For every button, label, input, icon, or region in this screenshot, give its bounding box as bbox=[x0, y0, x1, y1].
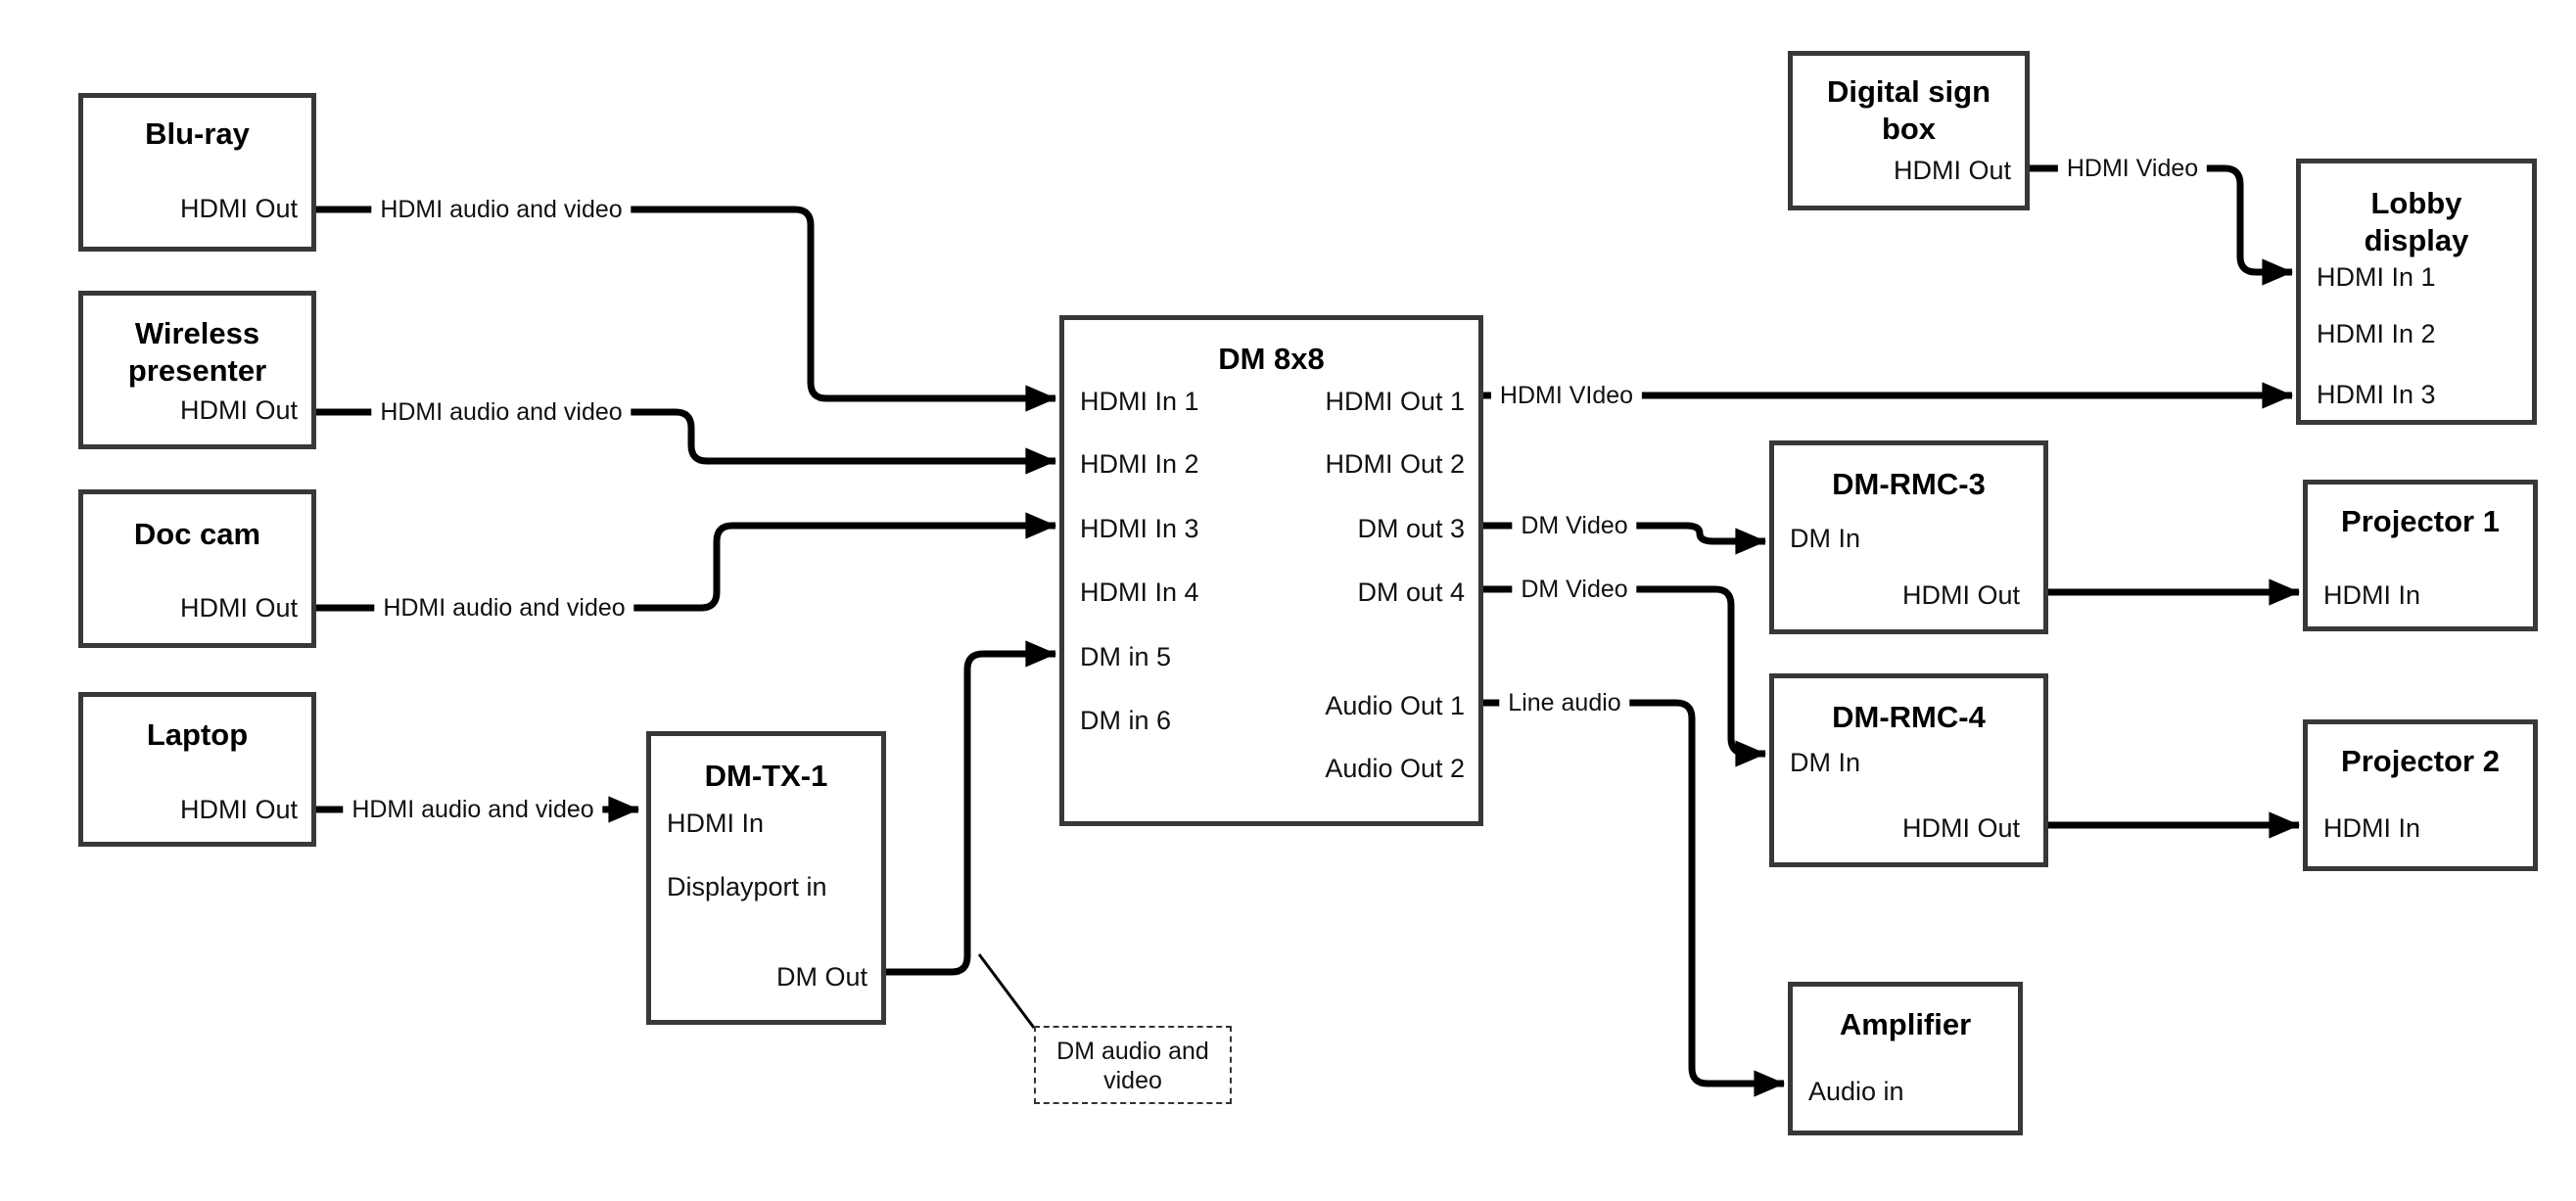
wire-label-hdmi-video-sign: HDMI Video bbox=[2057, 152, 2208, 185]
port-proj1-hdmi-in: HDMI In bbox=[2323, 580, 2421, 610]
node-amplifier-title: Amplifier bbox=[1839, 1007, 1972, 1041]
wire-dm8x8-dmout3-to-dmrmc3 bbox=[1483, 522, 1767, 555]
node-dmrmc3: DM-RMC-3 DM In HDMI Out bbox=[1769, 440, 2048, 634]
port-dmtx1-displayport-in: Displayport in bbox=[667, 872, 827, 901]
port-dm8x8-hdmi-in-3: HDMI In 3 bbox=[1080, 514, 1199, 543]
node-wireless-title-line1: Wireless bbox=[134, 316, 260, 350]
port-dm8x8-hdmi-in-4: HDMI In 4 bbox=[1080, 577, 1199, 607]
wire-label-laptop: HDMI audio and video bbox=[343, 793, 603, 826]
note-line2: video bbox=[1103, 1067, 1162, 1094]
wire-dm8x8-dmout4-to-dmrmc4 bbox=[1483, 585, 1767, 767]
port-dmtx1-dm-out: DM Out bbox=[775, 962, 867, 992]
port-proj2-hdmi-in: HDMI In bbox=[2323, 813, 2421, 843]
node-proj2-title: Projector 2 bbox=[2341, 744, 2500, 778]
node-dmrmc4: DM-RMC-4 DM In HDMI Out bbox=[1769, 673, 2048, 867]
port-dmtx1-hdmi-in: HDMI In bbox=[667, 808, 765, 838]
node-digitalsign-title-line1: Digital sign bbox=[1826, 74, 1991, 109]
port-dm8x8-audio-out-2: Audio Out 2 bbox=[1325, 754, 1465, 783]
wire-dmtx1-dmout-to-dm8x8-in5 bbox=[883, 640, 1057, 976]
node-doccam-title: Doc cam bbox=[133, 517, 261, 551]
node-projector1: Projector 1 HDMI In bbox=[2303, 480, 2538, 631]
wire-doccam-to-dm8x8-in3 bbox=[316, 512, 1057, 612]
node-bluray: Blu-ray HDMI Out bbox=[78, 93, 316, 252]
port-lobby-hdmi-in-3: HDMI In 3 bbox=[2317, 380, 2436, 409]
wire-bluray-to-dm8x8-in1 bbox=[316, 206, 1057, 412]
wire-label-line-audio: Line audio bbox=[1499, 686, 1630, 719]
node-dmtx1-title: DM-TX-1 bbox=[704, 759, 828, 793]
port-dm8x8-dm-in-5: DM in 5 bbox=[1080, 642, 1172, 671]
port-amplifier-audio-in: Audio in bbox=[1808, 1077, 1904, 1106]
port-dm8x8-hdmi-in-2: HDMI In 2 bbox=[1080, 449, 1199, 479]
port-dm8x8-hdmi-in-1: HDMI In 1 bbox=[1080, 387, 1199, 416]
node-amplifier: Amplifier Audio in bbox=[1788, 982, 2023, 1135]
node-digitalsign-title-line2: box bbox=[1881, 112, 1937, 146]
node-lobby-title-line1: Lobby bbox=[2370, 186, 2462, 220]
node-projector2: Projector 2 HDMI In bbox=[2303, 719, 2538, 871]
node-dmrmc4-title: DM-RMC-4 bbox=[1832, 700, 1986, 734]
node-digital-sign-box: Digital sign box HDMI Out bbox=[1788, 51, 2030, 210]
note-leader-line bbox=[977, 953, 1036, 1029]
port-dmrmc4-dm-in: DM In bbox=[1790, 748, 1861, 777]
port-laptop-hdmi-out: HDMI Out bbox=[179, 795, 298, 824]
note-dm-audio-video: DM audio and video bbox=[1034, 1026, 1232, 1104]
port-doccam-hdmi-out: HDMI Out bbox=[179, 593, 298, 623]
port-dmrmc3-dm-in: DM In bbox=[1790, 524, 1861, 553]
node-dm8x8: DM 8x8 HDMI In 1 HDMI In 2 HDMI In 3 HDM… bbox=[1059, 315, 1483, 826]
port-dm8x8-dm-in-6: DM in 6 bbox=[1080, 706, 1172, 735]
wire-wireless-to-dm8x8-in2 bbox=[316, 408, 1057, 475]
wire-label-dm-video-out3: DM Video bbox=[1512, 509, 1637, 542]
wire-label-doccam: HDMI audio and video bbox=[374, 591, 634, 624]
wire-digitalsign-to-lobby-in1 bbox=[2030, 164, 2294, 286]
wire-dm8x8-audioout1-to-amplifier bbox=[1483, 699, 1786, 1097]
node-laptop: Laptop HDMI Out bbox=[78, 692, 316, 847]
port-dm8x8-audio-out-1: Audio Out 1 bbox=[1325, 691, 1465, 720]
port-lobby-hdmi-in-2: HDMI In 2 bbox=[2317, 319, 2436, 348]
wire-label-wireless: HDMI audio and video bbox=[371, 395, 632, 429]
port-dm8x8-dm-out-3: DM out 3 bbox=[1357, 514, 1465, 543]
port-dmrmc4-hdmi-out: HDMI Out bbox=[1901, 813, 2020, 843]
wire-label-dm-video-out4: DM Video bbox=[1512, 573, 1637, 606]
node-lobby-title-line2: display bbox=[2364, 223, 2469, 257]
node-lobby-display: Lobby display HDMI In 1 HDMI In 2 HDMI I… bbox=[2296, 159, 2537, 425]
port-digitalsign-hdmi-out: HDMI Out bbox=[1893, 156, 2011, 185]
port-dm8x8-hdmi-out-2: HDMI Out 2 bbox=[1325, 449, 1465, 479]
node-wireless-title-line2: presenter bbox=[127, 353, 267, 388]
port-dm8x8-dm-out-4: DM out 4 bbox=[1357, 577, 1465, 607]
node-wireless-presenter: Wireless presenter HDMI Out bbox=[78, 291, 316, 449]
note-line1: DM audio and bbox=[1056, 1038, 1209, 1065]
port-dmrmc3-hdmi-out: HDMI Out bbox=[1901, 580, 2020, 610]
port-bluray-hdmi-out: HDMI Out bbox=[179, 194, 298, 223]
node-proj1-title: Projector 1 bbox=[2341, 504, 2500, 538]
node-dmtx1: DM-TX-1 HDMI In Displayport in DM Out bbox=[646, 731, 886, 1025]
node-dmrmc3-title: DM-RMC-3 bbox=[1832, 467, 1986, 501]
node-laptop-title: Laptop bbox=[146, 717, 249, 752]
node-bluray-title: Blu-ray bbox=[145, 116, 250, 151]
port-lobby-hdmi-in-1: HDMI In 1 bbox=[2317, 262, 2436, 292]
node-doccam: Doc cam HDMI Out bbox=[78, 489, 316, 648]
port-dm8x8-hdmi-out-1: HDMI Out 1 bbox=[1325, 387, 1465, 416]
port-wireless-hdmi-out: HDMI Out bbox=[179, 395, 298, 425]
wire-label-hdmi-video-out1: HDMI VIdeo bbox=[1490, 379, 1643, 412]
node-dm8x8-title: DM 8x8 bbox=[1218, 342, 1325, 376]
wire-label-bluray: HDMI audio and video bbox=[371, 193, 632, 226]
